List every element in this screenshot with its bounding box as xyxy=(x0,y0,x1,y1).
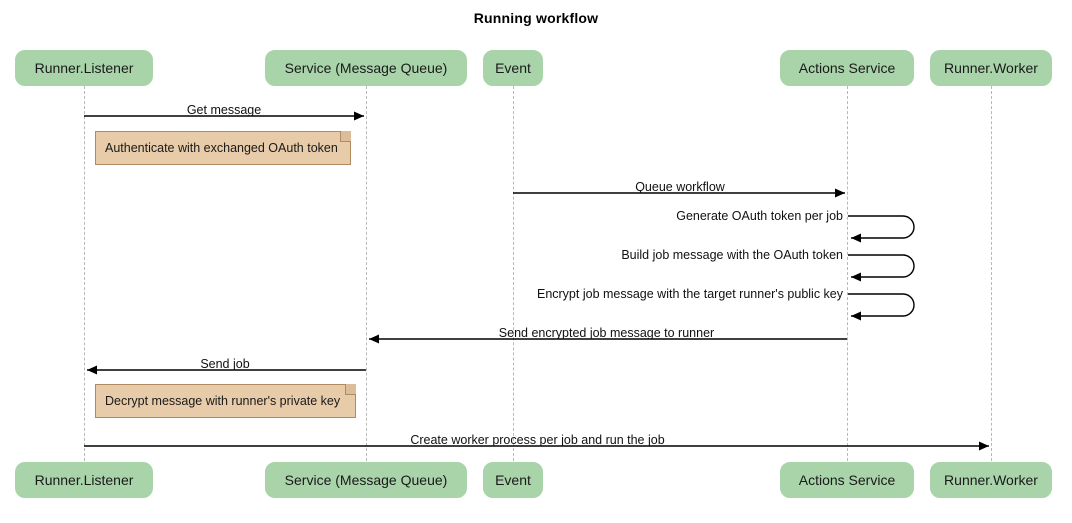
lifeline-event xyxy=(513,86,514,461)
participant-actions-service-top[interactable]: Actions Service xyxy=(780,50,914,86)
participant-label: Actions Service xyxy=(798,60,896,76)
participant-label: Actions Service xyxy=(798,472,896,488)
lifeline-actions-service xyxy=(847,86,848,461)
note-decrypt-private-key: Decrypt message with runner's private ke… xyxy=(95,384,356,418)
participant-event-top[interactable]: Event xyxy=(483,50,543,86)
lifeline-service-queue xyxy=(366,86,367,461)
participant-actions-service-bottom[interactable]: Actions Service xyxy=(780,462,914,498)
message-label-queue-workflow: Queue workflow xyxy=(635,180,725,194)
note-authenticate-oauth: Authenticate with exchanged OAuth token xyxy=(95,131,351,165)
participant-label: Event xyxy=(495,472,531,488)
message-label-get-message: Get message xyxy=(186,103,262,117)
note-fold-icon xyxy=(340,131,351,142)
arrow-build-job-message xyxy=(848,254,915,282)
message-label-send-job: Send job xyxy=(200,357,250,371)
participant-label: Runner.Listener xyxy=(34,60,134,76)
participant-label: Service (Message Queue) xyxy=(284,60,448,76)
participant-label: Runner.Listener xyxy=(34,472,134,488)
participant-event-bottom[interactable]: Event xyxy=(483,462,543,498)
participant-runner-worker-bottom[interactable]: Runner.Worker xyxy=(930,462,1052,498)
participant-label: Runner.Worker xyxy=(944,472,1038,488)
message-label-encrypt-job-message: Encrypt job message with the target runn… xyxy=(536,287,843,301)
participant-label: Event xyxy=(495,60,531,76)
arrow-encrypt-job-message xyxy=(848,293,915,321)
participant-label: Service (Message Queue) xyxy=(284,472,448,488)
message-label-send-encrypted-job-message: Send encrypted job message to runner xyxy=(498,326,715,340)
participant-runner-listener-bottom[interactable]: Runner.Listener xyxy=(15,462,153,498)
note-fold-icon xyxy=(345,384,356,395)
arrow-generate-oauth-token xyxy=(848,215,915,243)
message-label-generate-oauth-token: Generate OAuth token per job xyxy=(676,209,843,223)
participant-service-queue-bottom[interactable]: Service (Message Queue) xyxy=(265,462,467,498)
participant-service-queue-top[interactable]: Service (Message Queue) xyxy=(265,50,467,86)
participant-label: Runner.Worker xyxy=(944,60,1038,76)
note-label: Decrypt message with runner's private ke… xyxy=(105,394,341,408)
lifeline-runner-listener xyxy=(84,86,85,461)
diagram-title: Running workflow xyxy=(473,10,599,26)
lifeline-runner-worker xyxy=(991,86,992,461)
message-label-create-worker-process: Create worker process per job and run th… xyxy=(410,433,665,447)
note-label: Authenticate with exchanged OAuth token xyxy=(105,141,338,155)
message-label-build-job-message: Build job message with the OAuth token xyxy=(621,248,843,262)
participant-runner-worker-top[interactable]: Runner.Worker xyxy=(930,50,1052,86)
participant-runner-listener-top[interactable]: Runner.Listener xyxy=(15,50,153,86)
